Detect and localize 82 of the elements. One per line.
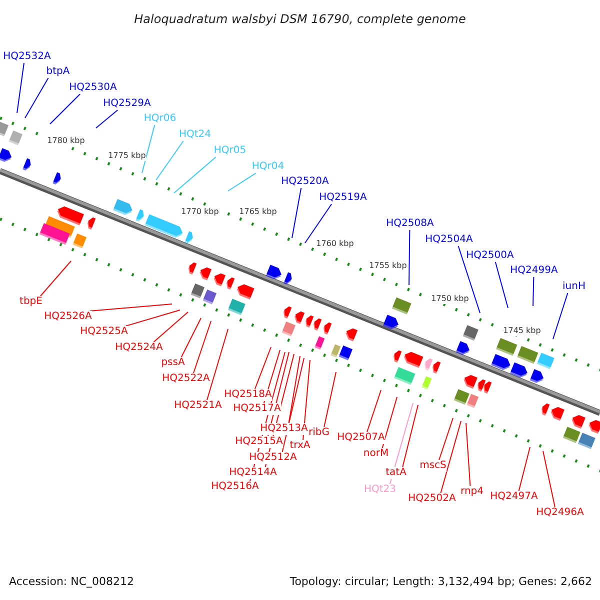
gene-label: HQ2526A	[44, 311, 92, 323]
scale-label: 1750 kbp	[431, 294, 469, 304]
gene-label: HQ2499A	[510, 265, 558, 277]
leader-line	[142, 124, 156, 174]
leader-line	[193, 320, 212, 374]
gene-label: HQ2502A	[408, 493, 456, 505]
leader-line	[156, 140, 184, 180]
leader-line	[180, 318, 202, 358]
leader-line	[518, 446, 530, 492]
gene-label: pssA	[161, 357, 185, 369]
scale-label: 1775 kbp	[108, 151, 146, 161]
gene-label: HQ2497A	[490, 491, 538, 503]
leader-line	[466, 422, 471, 486]
leader-line	[552, 292, 568, 340]
leader-line	[324, 372, 336, 428]
leader-line	[402, 404, 418, 468]
gene-label: HQ2519A	[319, 192, 367, 204]
leader-line	[174, 156, 216, 194]
gene-label: HQ2532A	[3, 51, 51, 63]
gene-label: HQ2496A	[536, 507, 584, 519]
leader-line	[153, 312, 188, 342]
gene-label: tatA	[386, 467, 406, 479]
leader-line	[292, 188, 302, 238]
gene-label: HQ2517A	[233, 403, 281, 415]
leader-line	[96, 110, 118, 128]
gene-label: HQ2522A	[162, 373, 210, 385]
leader-line	[408, 230, 410, 286]
gene-label: iunH	[562, 281, 586, 293]
gene-label: HQ2508A	[386, 218, 434, 230]
scale-label: 1770 kbp	[181, 207, 219, 217]
gene-label: HQt23	[364, 484, 396, 496]
gene-label: HQ2504A	[425, 234, 473, 246]
accession-text: Accession: NC_008212	[9, 574, 134, 590]
leader-line	[389, 402, 414, 484]
gene-label: HQ2507A	[337, 432, 385, 444]
gene-label: tbpE	[20, 296, 42, 308]
leader-line	[494, 262, 508, 308]
leader-line	[382, 396, 398, 448]
gene-label: HQ2525A	[80, 326, 128, 338]
scale-label: 1780 kbp	[47, 136, 85, 146]
scale-label: 1755 kbp	[369, 261, 407, 271]
gene-label: HQ2524A	[115, 342, 163, 354]
gene-label: HQ2520A	[281, 176, 329, 188]
title: Haloquadratum walsbyi DSM 16790, complete genome	[133, 11, 467, 28]
gene-label: HQ2521A	[174, 400, 222, 412]
leader-line	[254, 346, 272, 390]
leader-line	[50, 94, 81, 124]
gene-label: HQ2529A	[103, 98, 151, 110]
leader-line	[40, 260, 72, 296]
gene-label: HQ2512A	[249, 452, 297, 464]
leader-line	[228, 172, 256, 192]
gene-label: HQr06	[144, 113, 176, 125]
leader-line	[16, 62, 24, 114]
gene-label: HQ2514A	[229, 467, 277, 479]
leader-line	[440, 420, 462, 494]
leader-line	[458, 246, 480, 314]
gene-label: HQ2513A	[260, 423, 308, 435]
leader-line	[288, 356, 300, 424]
leader-line	[24, 78, 49, 118]
gene-label: HQ2516A	[211, 481, 259, 493]
gene-label: HQ2500A	[466, 250, 514, 262]
gene-label: HQ2515A	[235, 436, 283, 448]
gene-label: rnp4	[460, 486, 484, 498]
leader-line	[125, 310, 180, 326]
gene-label: HQ2518A	[224, 389, 272, 401]
gene-label: HQr05	[214, 145, 246, 157]
gene-label: mscS	[420, 460, 446, 472]
gene-label: HQt24	[178, 129, 212, 141]
leader-line	[366, 390, 382, 432]
leader-line	[89, 304, 172, 312]
leader-line	[304, 204, 332, 244]
gene-label: HQr04	[252, 161, 284, 173]
genome-summary-text: Topology: circular; Length: 3,132,494 bp; Genes: 2,662	[290, 574, 592, 590]
leader-line	[542, 450, 556, 508]
scale-label: 1760 kbp	[316, 239, 354, 249]
leader-line	[206, 328, 228, 400]
leader-line	[438, 418, 454, 460]
scale-label: 1765 kbp	[239, 207, 277, 217]
scale-label: 1745 kbp	[503, 326, 541, 336]
gene-label: btpA	[46, 66, 70, 78]
gene-label: HQ2530A	[69, 82, 117, 94]
leader-line	[532, 276, 534, 306]
